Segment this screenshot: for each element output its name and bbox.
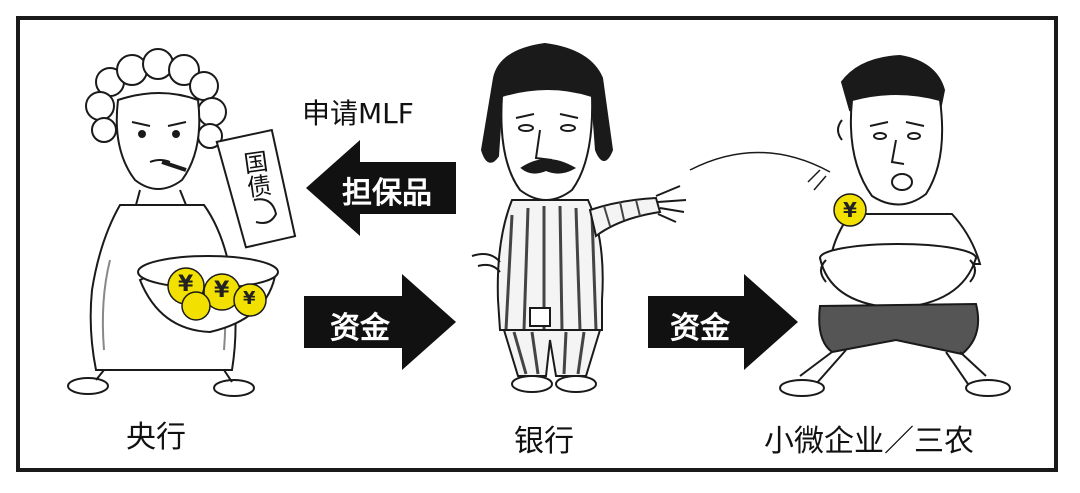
bank-caption: 银行 [514,424,574,459]
collateral-label: 担保品 [342,176,432,211]
coin-symbol: ¥ [178,272,194,297]
central-bank-caption: 央行 [126,420,186,455]
bond-label: 国债 [237,148,273,200]
curly-hair [85,48,227,149]
central-bank-coins [167,267,267,321]
collateral-arrow [306,140,456,236]
small-business-caption: 小微企业／三农 [764,424,974,459]
funds-arrow-1 [304,274,456,370]
funds-arrow-2 [648,274,798,370]
coin-symbol: ¥ [843,198,857,222]
small-business-figure [779,54,1011,397]
central-bank-figure [67,48,297,397]
apply-mlf-label: 申请MLF [302,97,414,130]
coin-trajectory [689,151,831,173]
funds-label-2: 资金 [670,311,730,346]
coin-symbol: ¥ [243,288,256,309]
motion-marks [807,169,827,191]
bank-figure [471,42,687,393]
coin-symbol: ¥ [214,278,230,303]
funds-label-1: 资金 [330,311,390,346]
flying-coin [833,193,867,227]
